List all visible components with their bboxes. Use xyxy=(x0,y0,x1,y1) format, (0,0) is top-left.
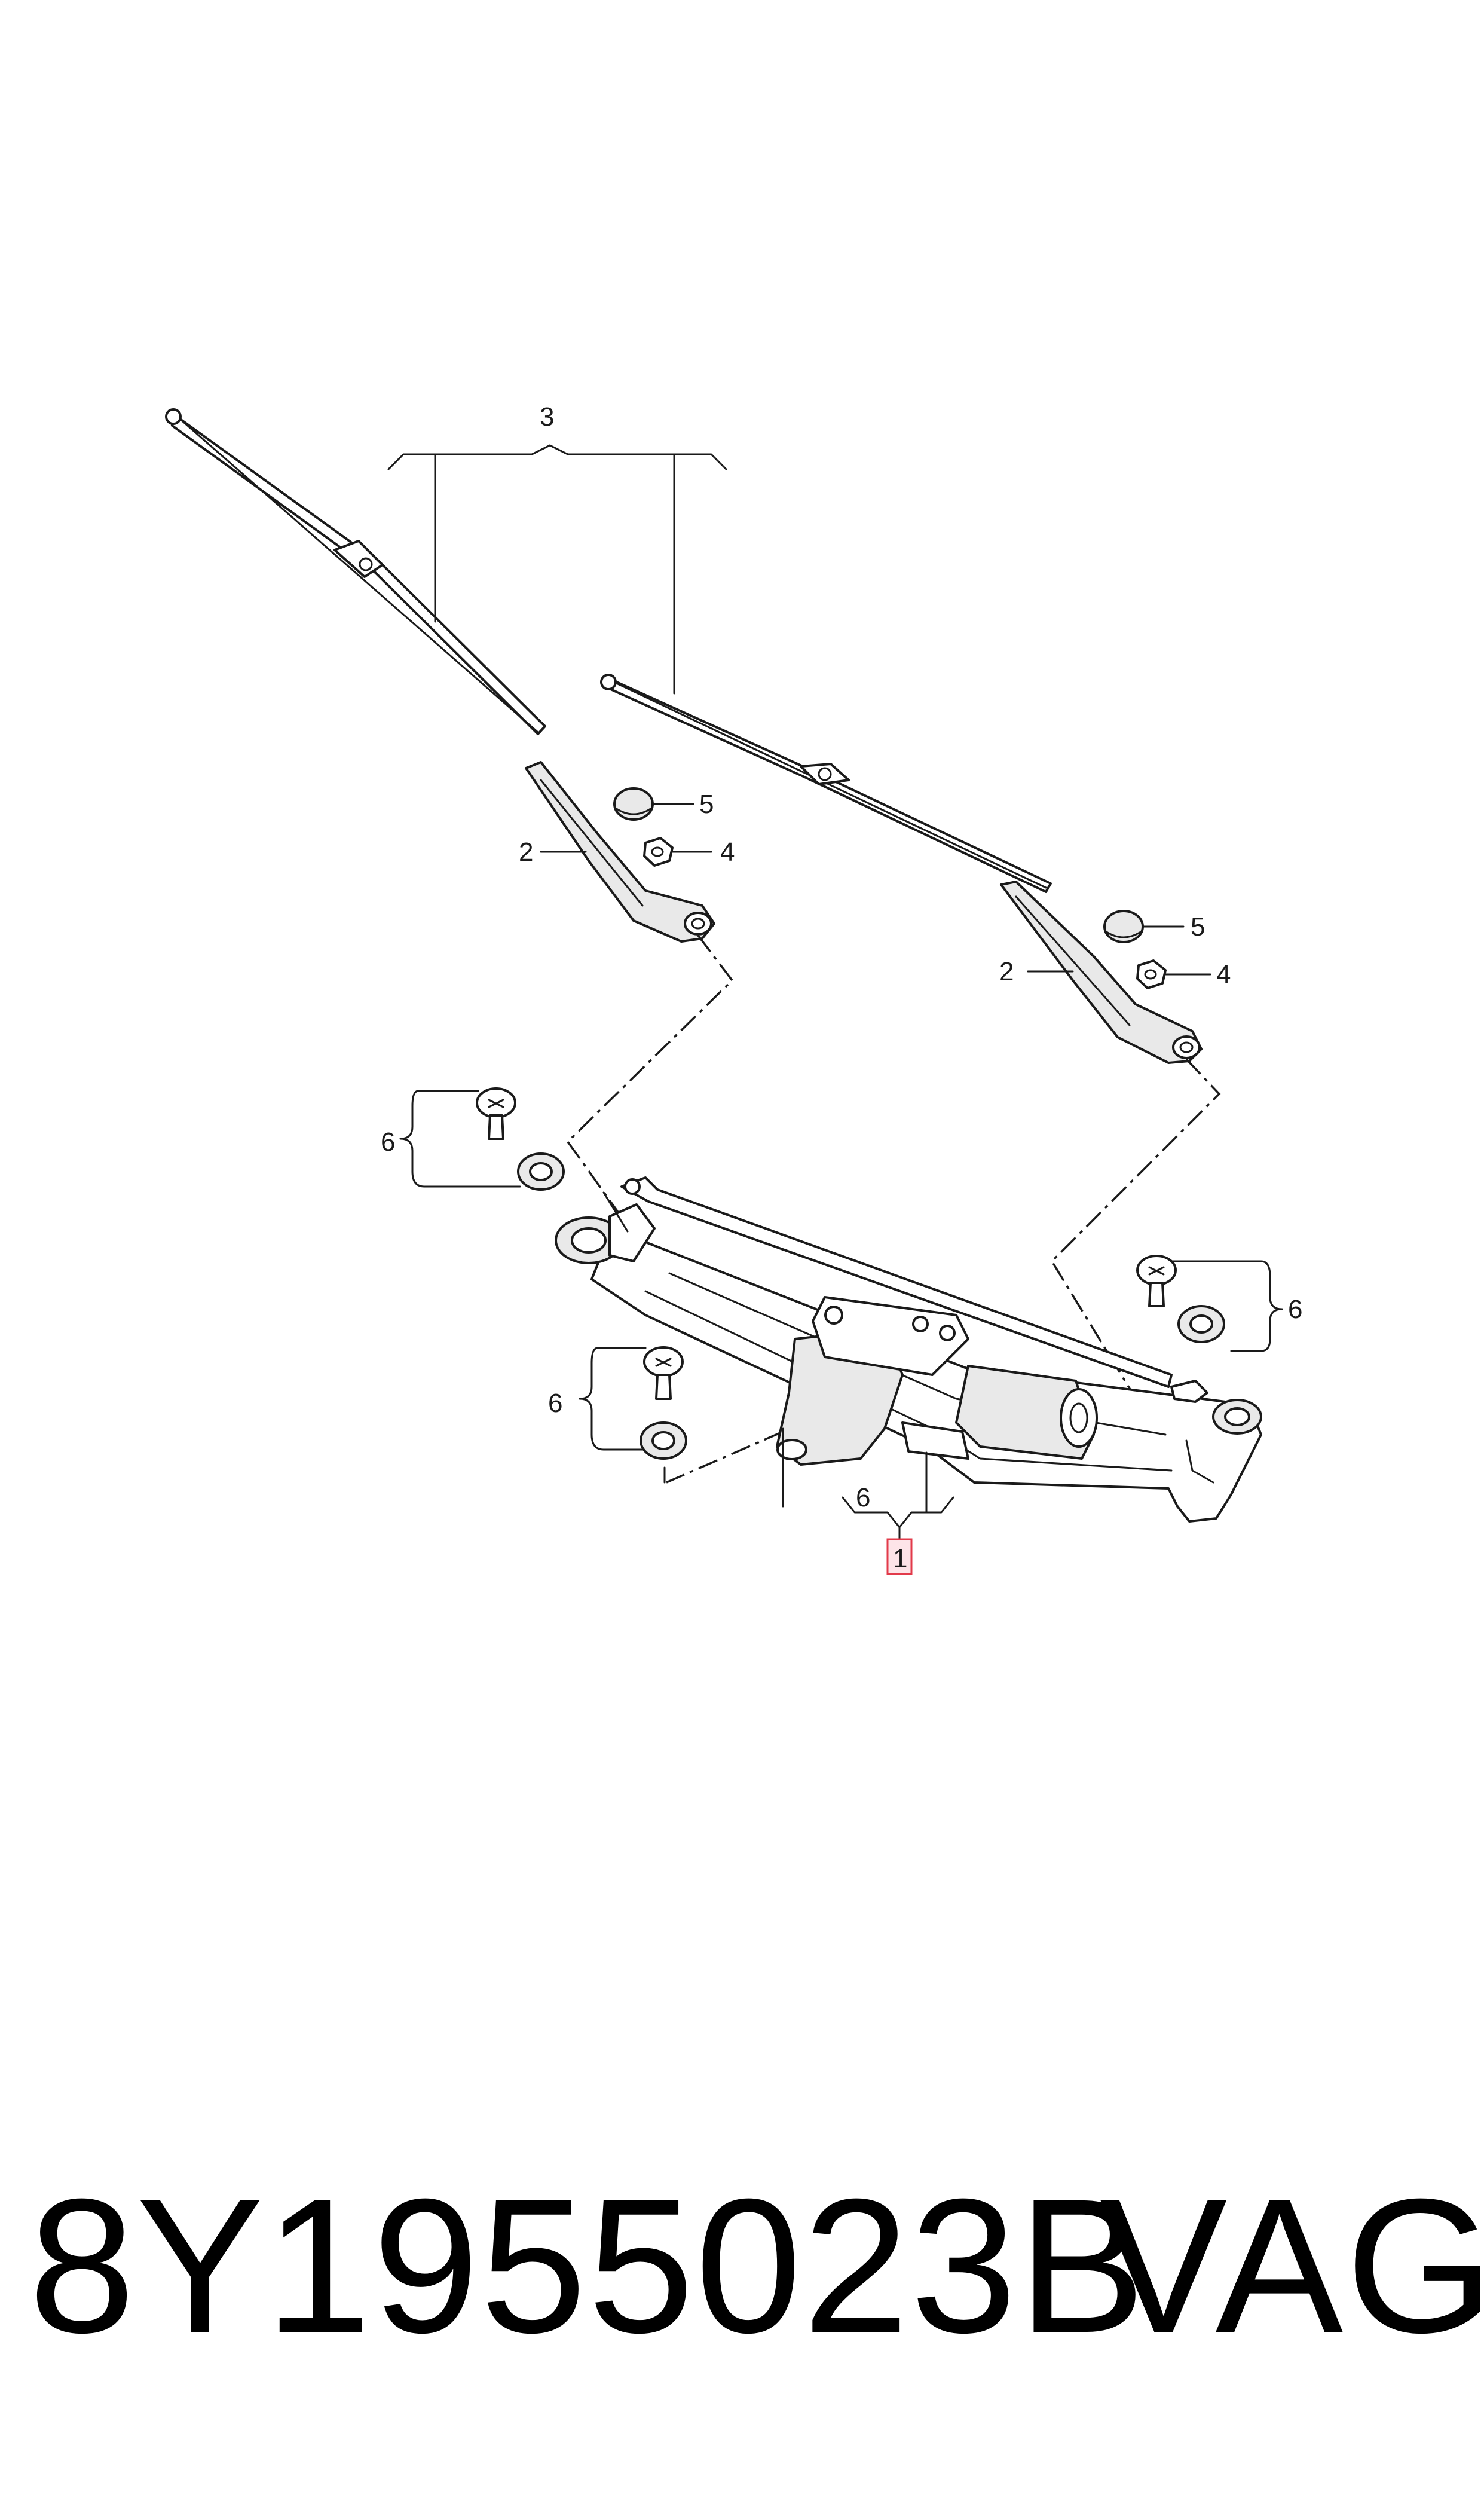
callout-6-lower-left: 6 xyxy=(548,1389,562,1418)
mount-lower-left xyxy=(579,1346,687,1484)
callout-4-left: 4 xyxy=(720,837,735,867)
wiper-arm-right xyxy=(1000,881,1203,1064)
callout-3: 3 xyxy=(540,402,554,432)
footer-bar: 8Y1955023B VAG xyxy=(0,2146,1484,2385)
callout-bracket-1 xyxy=(782,1427,954,1540)
callout-6-upper-left: 6 xyxy=(381,1127,395,1157)
wiper-blade-right xyxy=(600,674,1052,893)
callout-2-left: 2 xyxy=(519,837,533,867)
callout-5-right: 5 xyxy=(1191,912,1205,941)
cap-right xyxy=(1103,910,1144,943)
wiper-arm-left xyxy=(525,761,715,943)
callout-5-left: 5 xyxy=(699,790,714,819)
nut-right xyxy=(1136,959,1167,989)
mount-right xyxy=(1136,1255,1283,1352)
brand-name: VAG xyxy=(1100,2159,1484,2373)
callout-1-highlight: 1 xyxy=(886,1538,913,1575)
callout-2-right: 2 xyxy=(999,957,1014,986)
callout-4-right: 4 xyxy=(1216,960,1231,989)
mount-upper-left xyxy=(399,1087,565,1191)
part-number: 8Y1955023B xyxy=(29,2159,1147,2373)
wiper-blade-left xyxy=(165,408,546,735)
cap-left xyxy=(613,787,654,821)
callout-bracket-3: 3 xyxy=(387,402,727,695)
nut-left xyxy=(643,837,674,867)
wiper-linkage-assembly xyxy=(555,1176,1262,1523)
callout-6-right: 6 xyxy=(1288,1295,1302,1324)
callout-1: 1 xyxy=(893,1544,907,1573)
callout-6-bottom: 6 xyxy=(856,1483,870,1512)
